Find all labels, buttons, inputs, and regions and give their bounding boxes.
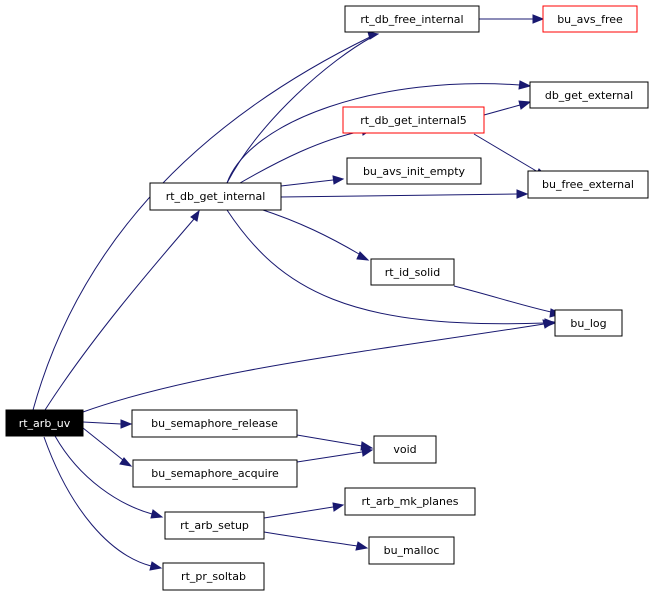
node-rt_db_get_internal-box	[149, 182, 282, 211]
node-rt_arb_uv[interactable]: rt_arb_uv	[5, 409, 84, 437]
node-rt_id_solid-box	[370, 258, 455, 286]
node-bu_free_external[interactable]: bu_free_external	[527, 170, 649, 199]
edge-rt_arb_uv-bu_log	[82, 323, 545, 413]
node-rt_arb_setup[interactable]: rt_arb_setup	[164, 511, 265, 540]
edge-rt_db_get_internal-bu_free_external	[280, 193, 518, 198]
node-bu_avs_free-box	[542, 5, 638, 33]
edge-rt_arb_uv-bu_semaphore_acquire	[82, 427, 124, 461]
node-bu_semaphore_release-box	[131, 409, 298, 438]
node-rt_db_free_internal-label: rt_db_free_internal	[360, 13, 463, 26]
arrowhead	[332, 502, 345, 512]
edge-rt_db_get_internal-db_get_external	[226, 83, 521, 184]
node-rt_arb_mk_planes-box	[344, 487, 476, 516]
edge-bu_semaphore_release-void	[296, 434, 363, 447]
node-rt_arb_setup-label: rt_arb_setup	[180, 519, 249, 532]
node-rt_pr_soltab-label: rt_pr_soltab	[181, 570, 246, 583]
edge-rt_arb_uv-rt_pr_soltab	[43, 436, 152, 567]
node-rt_arb_uv-label: rt_arb_uv	[19, 417, 71, 430]
edge-rt_db_get_internal-rt_db_get_internal5	[239, 130, 363, 184]
arrowhead	[532, 14, 545, 24]
edge-rt_arb_uv-rt_arb_setup	[54, 435, 153, 515]
node-rt_db_get_internal5[interactable]: rt_db_get_internal5	[342, 106, 485, 134]
arrowhead	[150, 509, 164, 519]
node-rt_db_get_internal5-label: rt_db_get_internal5	[360, 114, 467, 127]
node-bu_log[interactable]: bu_log	[554, 309, 623, 337]
node-rt_pr_soltab[interactable]: rt_pr_soltab	[162, 562, 265, 591]
node-bu_semaphore_release-label: bu_semaphore_release	[151, 417, 278, 430]
node-bu_free_external-box	[527, 170, 649, 199]
node-rt_id_solid-label: rt_id_solid	[385, 266, 440, 279]
node-bu_avs_init_empty-box	[346, 157, 482, 185]
node-bu_log-box	[554, 309, 623, 337]
node-db_get_external-label: db_get_external	[545, 89, 633, 102]
arrowhead	[120, 419, 133, 429]
arrowhead	[355, 541, 369, 551]
edge-rt_arb_uv-bu_semaphore_release	[82, 421, 122, 425]
node-void-box	[373, 435, 437, 464]
node-bu_avs_init_empty-label: bu_avs_init_empty	[363, 165, 466, 178]
node-bu_semaphore_acquire-label: bu_semaphore_acquire	[151, 467, 279, 480]
arrowhead	[518, 100, 532, 110]
arrowhead	[542, 319, 556, 329]
node-rt_db_get_internal5-box	[342, 106, 485, 134]
edge-rt_arb_uv-rt_db_get_internal	[44, 218, 195, 411]
node-rt_id_solid[interactable]: rt_id_solid	[370, 258, 455, 286]
arrowhead	[516, 189, 529, 199]
node-rt_db_get_internal[interactable]: rt_db_get_internal	[149, 182, 282, 211]
node-rt_pr_soltab-box	[162, 562, 265, 591]
node-bu_malloc-box	[368, 536, 455, 565]
node-bu_semaphore_release[interactable]: bu_semaphore_release	[131, 409, 298, 438]
arrowhead	[190, 209, 200, 222]
node-bu_log-label: bu_log	[570, 317, 606, 330]
node-bu_avs_free-label: bu_avs_free	[557, 13, 623, 26]
node-bu_semaphore_acquire-box	[132, 459, 298, 488]
node-rt_arb_mk_planes[interactable]: rt_arb_mk_planes	[344, 487, 476, 516]
node-rt_db_free_internal[interactable]: rt_db_free_internal	[344, 5, 480, 33]
node-db_get_external[interactable]: db_get_external	[529, 81, 649, 109]
arrowhead	[356, 251, 370, 261]
node-bu_semaphore_acquire[interactable]: bu_semaphore_acquire	[132, 459, 298, 488]
node-bu_avs_init_empty[interactable]: bu_avs_init_empty	[346, 157, 482, 185]
arrowhead	[149, 561, 163, 571]
call-edges	[32, 18, 552, 567]
node-rt_arb_uv-box	[5, 409, 84, 437]
edge-bu_semaphore_acquire-void	[296, 451, 363, 463]
node-rt_db_get_internal-label: rt_db_get_internal	[166, 190, 266, 203]
edge-rt_db_get_internal5-bu_free_external	[473, 133, 539, 173]
node-db_get_external-box	[529, 81, 649, 109]
arrowhead	[119, 457, 133, 467]
node-void-label: void	[393, 443, 416, 456]
edge-rt_arb_setup-bu_malloc	[263, 531, 358, 547]
node-rt_db_free_internal-box	[344, 5, 480, 33]
node-bu_malloc[interactable]: bu_malloc	[368, 536, 455, 565]
arrowhead	[332, 175, 345, 185]
node-bu_avs_free[interactable]: bu_avs_free	[542, 5, 638, 33]
node-void[interactable]: void	[373, 435, 437, 464]
edge-rt_id_solid-bu_log	[453, 285, 552, 313]
edge-rt_db_get_internal5-db_get_external	[483, 104, 521, 116]
arrowhead	[367, 31, 380, 40]
edge-rt_arb_setup-rt_arb_mk_planes	[263, 506, 334, 519]
arrowhead	[518, 80, 532, 90]
node-rt_arb_setup-box	[164, 511, 265, 540]
edge-rt_db_get_internal-rt_id_solid	[259, 208, 360, 255]
arrowhead	[361, 447, 374, 457]
edge-rt_db_get_internal-bu_avs_init_empty	[280, 179, 334, 187]
node-bu_malloc-label: bu_malloc	[384, 544, 440, 557]
node-bu_free_external-label: bu_free_external	[542, 178, 634, 191]
edge-rt_db_get_internal-bu_log	[226, 209, 546, 325]
node-rt_arb_mk_planes-label: rt_arb_mk_planes	[362, 495, 459, 508]
function-nodes: rt_arb_uv rt_db_free_internal bu_avs_fre…	[5, 5, 649, 591]
